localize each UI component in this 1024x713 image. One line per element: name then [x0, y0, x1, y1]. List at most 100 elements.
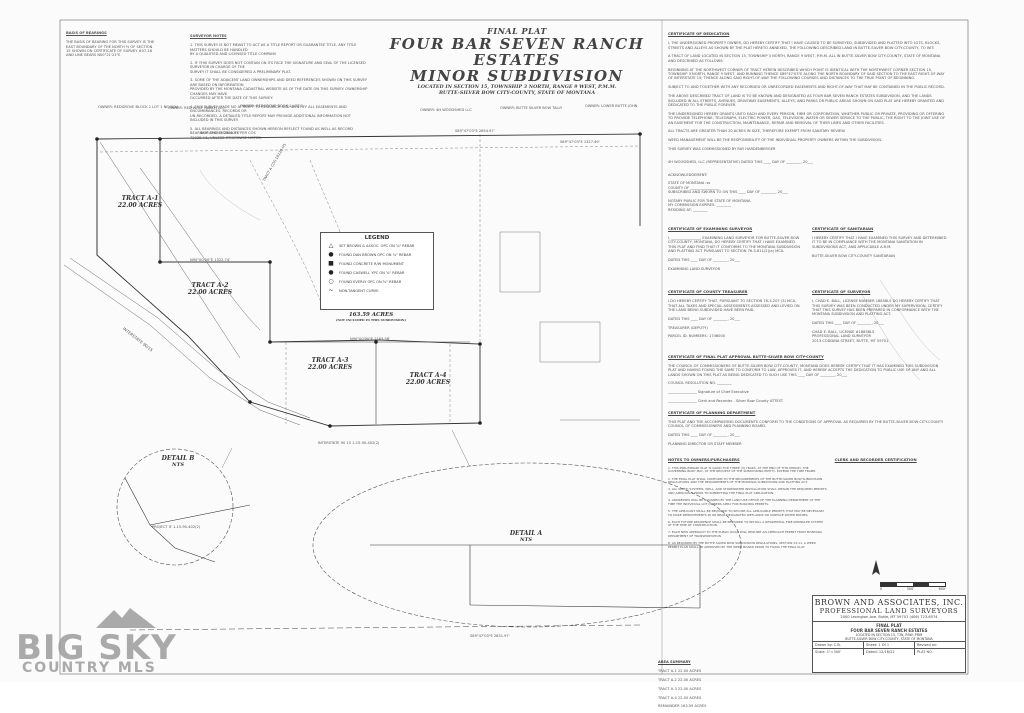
project-title: FINAL PLAT FOUR BAR SEVEN RANCH ESTATES …	[813, 621, 965, 641]
legend-item: ~ NON-TANGENT CURVE	[321, 286, 433, 295]
interstate-label-2: INTERSTATE 90 15 1-15-90-402(2)	[318, 441, 380, 445]
plat-drawing	[59, 19, 969, 675]
bearing-label: S89°47'03"E 2654.97'	[455, 129, 495, 133]
cert-row-3: NOTES TO OWNERS/PURCHASERS 1. THIS PRELI…	[668, 451, 948, 554]
cert-surveyor-block: CERTIFICATE OF SURVEYOR I, CHAD E. BALL,…	[812, 283, 948, 348]
company-name: BROWN AND ASSOCIATES, INC.	[814, 598, 964, 607]
title-line-2: FOUR BAR SEVEN RANCH ESTATES	[389, 35, 645, 69]
legend-item-label: FOUND DAN BROWN OPC ON ⅝" REBAR	[339, 252, 412, 257]
cert-exam-block: CERTIFICATE OF EXAMINING SURVEYOR I, ___…	[668, 220, 804, 276]
surveyor-notes: SURVEYOR NOTES 1. THIS SURVEY IS NOT MEA…	[190, 30, 368, 145]
project-label: PROJECT IF 1-15-90-402(2)	[152, 525, 201, 529]
area-summary-row: TRACT A-3 22.00 ACRES	[658, 686, 702, 691]
basis-of-bearings: BASIS OF BEARINGS THE BASIS OF BEARING F…	[66, 27, 174, 62]
drawing-scale: Scale: 1"=300'	[813, 649, 864, 655]
legend-item: ○FOUND EVERLY OPC ON ⅝" REBAR	[321, 277, 433, 286]
tract-a1-label: TRACT A-1 22.00 ACRES	[110, 195, 170, 209]
curve-icon: ~	[328, 287, 334, 294]
legend-title: LEGEND	[364, 235, 390, 241]
scale-tick-label: 600'	[938, 587, 946, 591]
project-line: BUTTE-SILVER BOW CITY-COUNTY, STATE OF M…	[845, 637, 933, 641]
adjacent-owner: OWNER: LOWER BUTTE JOHN	[585, 104, 638, 108]
legend-item-label: SET BROWN & ASSOC. OPC ON ⅝" REBAR	[339, 243, 415, 248]
detail-a-scale: NTS	[520, 537, 532, 543]
adjacent-owner: OWNER: 4H WOODSHED LLC	[420, 108, 472, 112]
legend-item-label: FOUND CONCRETE R/W MONUMENT	[339, 261, 404, 266]
adjacent-owner: OWNER: REDGROVE BLOCK 1 LOT 1 NEVADA	[98, 105, 179, 109]
tract-a3-area: 22.00 ACRES	[307, 364, 353, 371]
cert-sanitarian-heading: CERTIFICATE OF SANITARIAN	[812, 226, 874, 232]
cert-planning-text: THIS PLAT AND THE ACCOMPANYING DOCUMENTS…	[668, 419, 944, 446]
plat-sheet: FINAL PLAT FOUR BAR SEVEN RANCH ESTATES …	[10, 19, 969, 709]
plat-number: PLAT NO.	[917, 650, 933, 654]
bearing-label: N90°00'00"E 1322.74'	[190, 258, 231, 262]
legend-item: △ SET BROWN & ASSOC. OPC ON ⅝" REBAR	[321, 241, 433, 250]
set-monument-icon: △	[328, 242, 334, 249]
tract-a2-name: TRACT A-2	[191, 282, 229, 289]
legend-item: ● FOUND DAN BROWN OPC ON ⅝" REBAR	[321, 250, 433, 259]
detail-b-label: DETAIL B NTS	[148, 455, 208, 468]
remainder-note: (NOT INCLUDED IN THIS SUBDIVISION)	[336, 318, 406, 322]
certificates-column: CERTIFICATE OF DEDICATION I, THE UNDERSI…	[668, 25, 948, 558]
scale-bar-labels: 0 300' 600'	[880, 587, 946, 591]
revised-on: Revised on:	[917, 643, 938, 647]
project-line: FOUR BAR SEVEN RANCH ESTATES	[850, 628, 928, 633]
cert-surveyor-heading: CERTIFICATE OF SURVEYOR	[812, 289, 871, 295]
detail-a-label: DETAIL A NTS	[496, 530, 556, 543]
adjacent-owner: OWNER: RED WOLF RANCH LLC	[168, 106, 225, 110]
cert-row-1: CERTIFICATE OF EXAMINING SURVEYOR I, ___…	[668, 220, 948, 276]
title-block-row: Scale: 1"=300' Dated: 12/16/22 PLAT NO.	[813, 648, 965, 655]
caswell-monument-icon: ●	[328, 269, 334, 276]
scale-tick-label: 0	[880, 587, 883, 591]
scale-bar: 0 300' 600'	[880, 582, 946, 591]
tract-a4-area: 22.00 ACRES	[405, 379, 451, 386]
company-subtitle: PROFESSIONAL LAND SURVEYORS	[819, 607, 959, 615]
area-summary-row: REMAINDER 163.59 ACRES	[658, 704, 707, 709]
cert-surveyor-text: I, CHAD E. BALL, LICENSE NUMBER 18858LS …	[812, 299, 943, 343]
tract-a2-label: TRACT A-2 22.00 ACRES	[180, 282, 240, 296]
sheet-number: Sheet: 1 Of 1	[864, 642, 915, 648]
area-summary-table: AREA SUMMARY TRACT A-1 22.00 ACRES TRACT…	[658, 656, 718, 713]
clerk-heading: CLERK AND RECORDER CERTIFICATION	[834, 456, 917, 462]
area-summary-row: TRACT A-2 22.00 ACRES	[658, 678, 702, 683]
cert-planning-heading: CERTIFICATE OF PLANNING DEPARTMENT	[668, 409, 756, 415]
legend-item: ■FOUND CONCRETE R/W MONUMENT	[321, 259, 433, 268]
tract-a4-name: TRACT A-4	[409, 372, 447, 379]
basis-of-bearings-heading: BASIS OF BEARINGS	[66, 31, 107, 36]
basis-of-bearings-body: THE BASIS OF BEARING FOR THIS SURVEY IS …	[66, 40, 155, 58]
project-line: FINAL PLAT	[876, 623, 902, 628]
project-line: LOCATED IN SECTION 15, T3N, R9W, PMM	[855, 633, 923, 637]
surveyor-notes-body: 1. THIS SURVEY IS NOT MEANT TO ACT AS A …	[190, 43, 368, 140]
title-block-row: Drawn by: C.B. Sheet: 1 Of 1 Revised on:	[813, 641, 965, 648]
title-line-3: MINOR SUBDIVISION	[410, 67, 624, 85]
cert-sanitarian-text: I HEREBY CERTIFY THAT I HAVE EXAMINED TH…	[812, 235, 947, 258]
owner-signature-line: 4H WOODSHED, LLC (REPRESENTATIVE) DATED …	[668, 159, 813, 164]
scale-bar-graphic	[880, 582, 946, 587]
mountain-logo-icon	[96, 608, 156, 628]
tract-a1-name: TRACT A-1	[121, 195, 159, 202]
notes-text: 1. THIS PRELIMINARY PLAT IS GOOD FOR THR…	[668, 465, 827, 549]
legend-item-label: FOUND EVERLY OPC ON ⅝" REBAR	[339, 279, 402, 284]
cert-council-heading: CERTIFICATE OF FINAL PLAT APPROVAL BUTTE…	[668, 354, 824, 360]
cert-row-2: CERTIFICATE OF COUNTY TREASURER I DO HER…	[668, 283, 948, 348]
tract-a4-label: TRACT A-4 22.00 ACRES	[398, 372, 458, 386]
watermark-small-text: COUNTRY MLS	[22, 660, 157, 676]
acknowledgement: ACKNOWLEDGEMENT: STATE OF MONTANA :ss CO…	[668, 172, 788, 212]
tract-a3-name: TRACT A-3	[311, 357, 349, 364]
bearing-label: S89°47'03"E 1327.49'	[560, 140, 600, 144]
mls-watermark: BIG SKY COUNTRY MLS	[10, 600, 180, 680]
detail-b-scale: NTS	[172, 462, 184, 468]
plat-title: FINAL PLAT FOUR BAR SEVEN RANCH ESTATES …	[378, 26, 656, 96]
tract-a1-area: 22.00 ACRES	[117, 202, 163, 209]
found-monument-icon: ●	[328, 251, 334, 258]
legend-item-label: NON-TANGENT CURVE	[339, 288, 379, 293]
adjacent-owner: OWNER: REDGROVE BOOK 1 LOT 2	[240, 104, 303, 108]
notes-block: NOTES TO OWNERS/PURCHASERS 1. THIS PRELI…	[668, 451, 827, 554]
title-block: BROWN AND ASSOCIATES, INC. PROFESSIONAL …	[812, 595, 966, 673]
area-summary-row: TRACT A-1 22.00 ACRES	[658, 669, 702, 674]
remainder-area: 163.59 ACRES	[348, 312, 394, 318]
cert-treasurer-text: I DO HEREBY CERTIFY THAT, PURSUANT TO SE…	[668, 299, 800, 339]
drawing-date: Dated: 12/16/22	[864, 649, 915, 655]
tract-a2-area: 22.00 ACRES	[187, 289, 233, 296]
watermark-big-text: BIG SKY	[16, 628, 177, 668]
